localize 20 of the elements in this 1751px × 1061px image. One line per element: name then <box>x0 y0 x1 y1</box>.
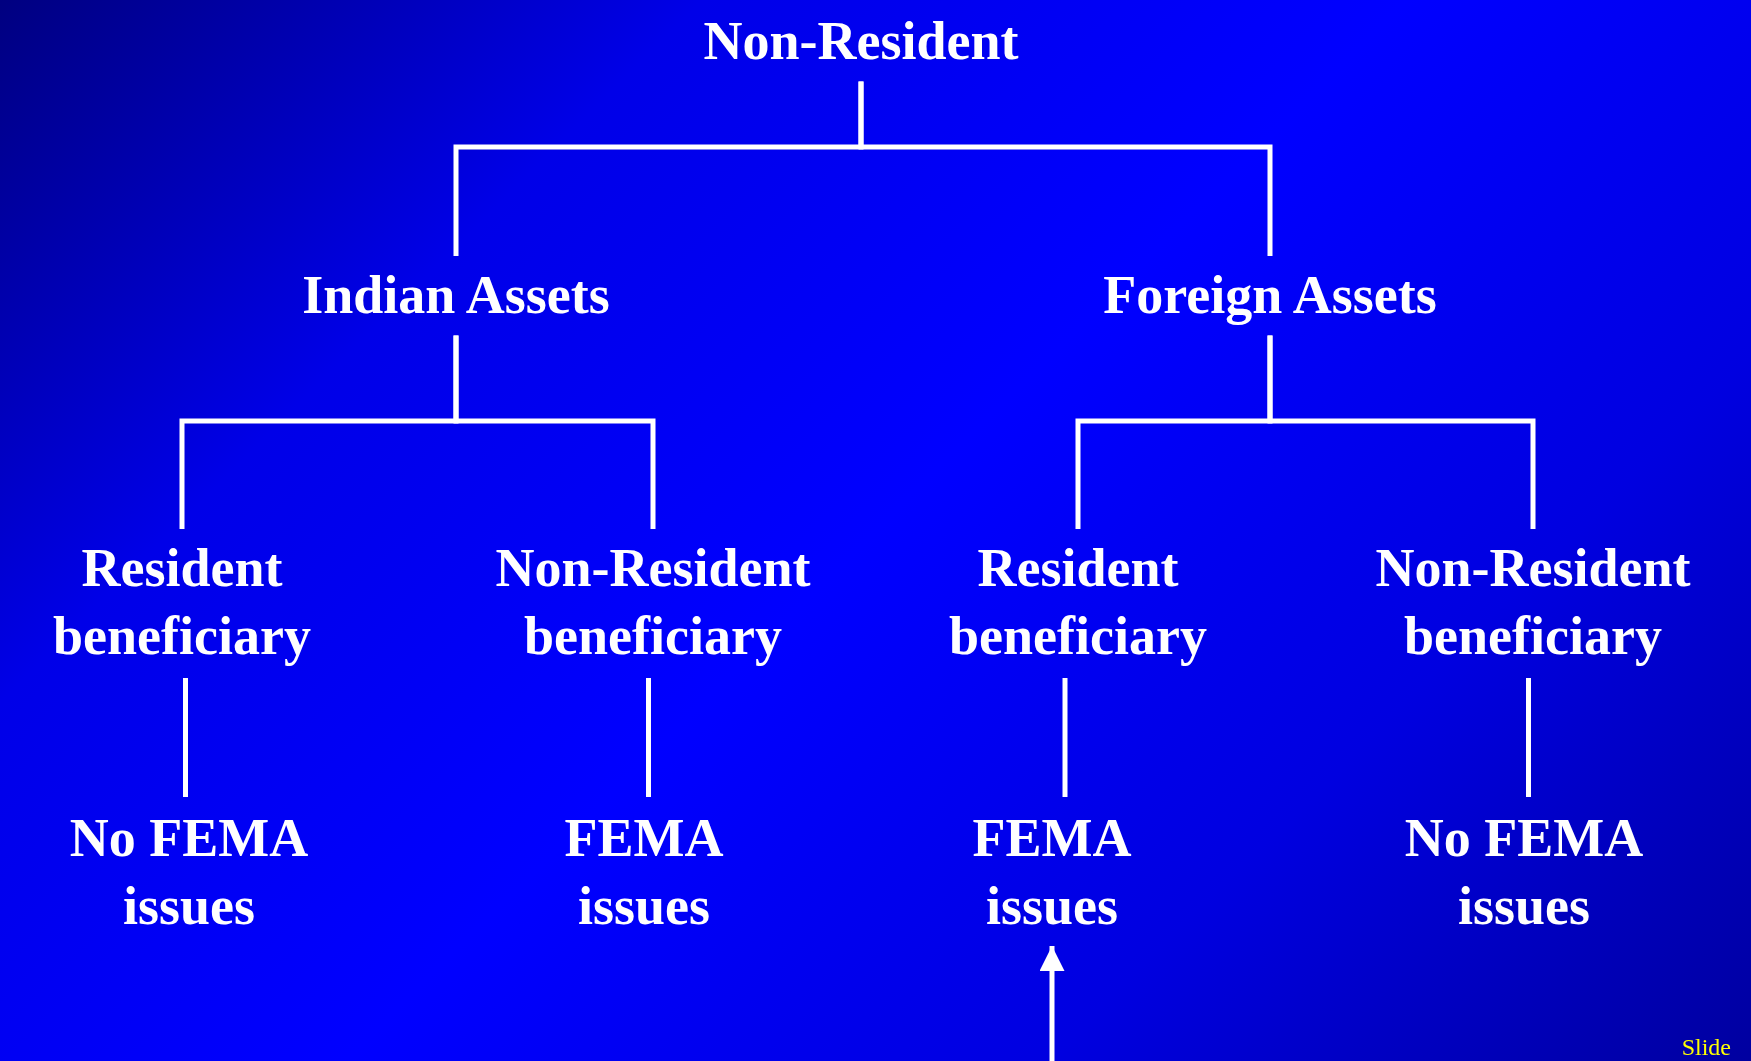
node-label: Non-Resident beneficiary <box>443 535 863 670</box>
node-label: No FEMA issues <box>1359 805 1689 940</box>
connector-line <box>183 678 188 797</box>
node-label: Foreign Assets <box>1050 262 1490 330</box>
arrow <box>1039 946 1065 1061</box>
node-label: FEMA issues <box>902 805 1202 940</box>
node-label: FEMA issues <box>494 805 794 940</box>
node-label: Indian Assets <box>246 262 666 330</box>
connector-line <box>1526 678 1531 797</box>
node-label: Resident beneficiary <box>908 535 1248 670</box>
node-label: Resident beneficiary <box>12 535 352 670</box>
connector-line <box>858 81 1273 256</box>
slide-number: Slide <box>1681 1034 1731 1061</box>
node-label: Non-Resident <box>651 8 1071 76</box>
node-label: Non-Resident beneficiary <box>1323 535 1743 670</box>
connector-line <box>1267 335 1536 529</box>
connector-line <box>1062 678 1068 797</box>
connector-line <box>646 678 651 797</box>
connector-line <box>453 335 656 529</box>
node-label: No FEMA issues <box>24 805 354 940</box>
